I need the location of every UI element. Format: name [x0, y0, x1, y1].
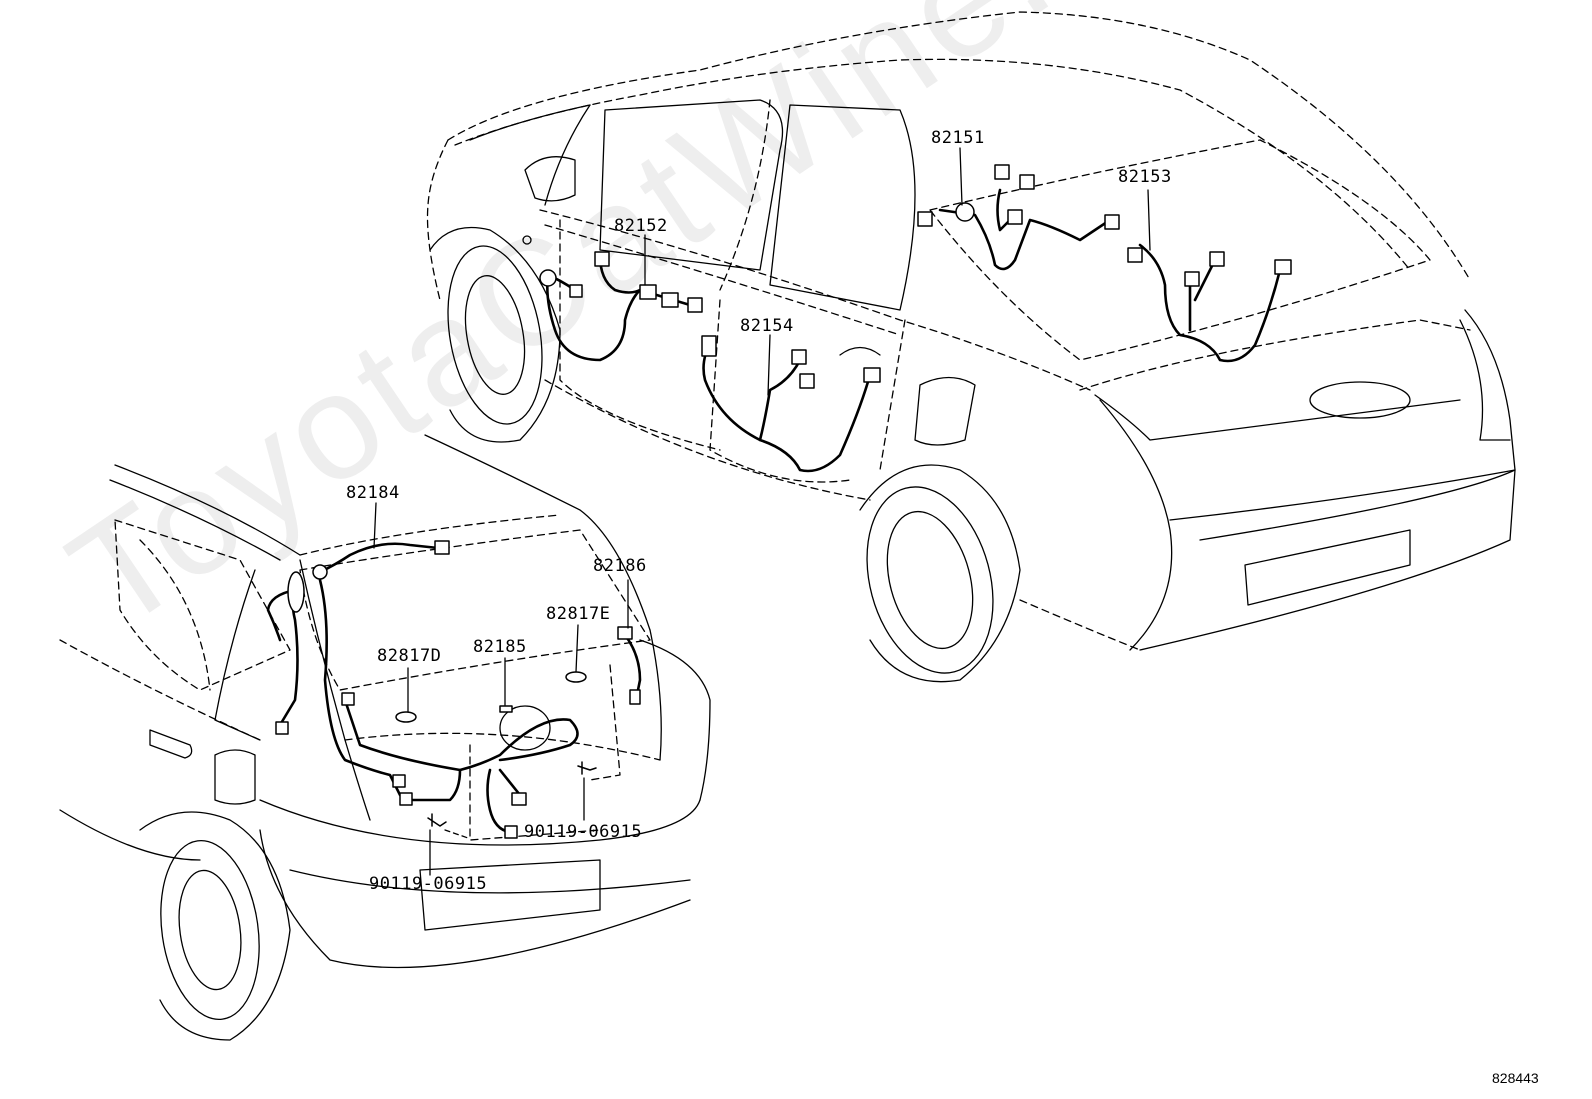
hatch-connectors	[275, 540, 641, 839]
part-label-82817d[interactable]: 82817D	[377, 646, 442, 666]
part-label-82185[interactable]: 82185	[473, 637, 527, 657]
part-label-bolt-right[interactable]: 90119-06915	[524, 822, 643, 842]
sedan-harnesses	[546, 188, 1282, 473]
sedan-body	[426, 11, 1516, 683]
sedan-connectors	[539, 164, 1292, 389]
figure-id: 828443	[1492, 1070, 1539, 1086]
hatchback-body	[59, 434, 711, 1041]
part-label-82817e[interactable]: 82817E	[546, 604, 611, 624]
harness-82185	[343, 698, 579, 772]
part-label-82152[interactable]: 82152	[614, 216, 668, 236]
sedan-leaders	[644, 147, 1151, 396]
part-label-82153[interactable]: 82153	[1118, 167, 1172, 187]
part-label-82184[interactable]: 82184	[346, 483, 400, 503]
part-label-82186[interactable]: 82186	[593, 556, 647, 576]
part-label-82154[interactable]: 82154	[740, 316, 794, 336]
harness-82151	[938, 208, 1112, 271]
harness-82153	[1138, 243, 1282, 363]
harness-82154	[702, 338, 872, 473]
part-label-bolt-left[interactable]: 90119-06915	[369, 874, 488, 894]
part-label-82151[interactable]: 82151	[931, 128, 985, 148]
harness-82152	[546, 273, 692, 362]
hatch-leaders	[373, 502, 629, 876]
harness-82184	[318, 542, 440, 574]
